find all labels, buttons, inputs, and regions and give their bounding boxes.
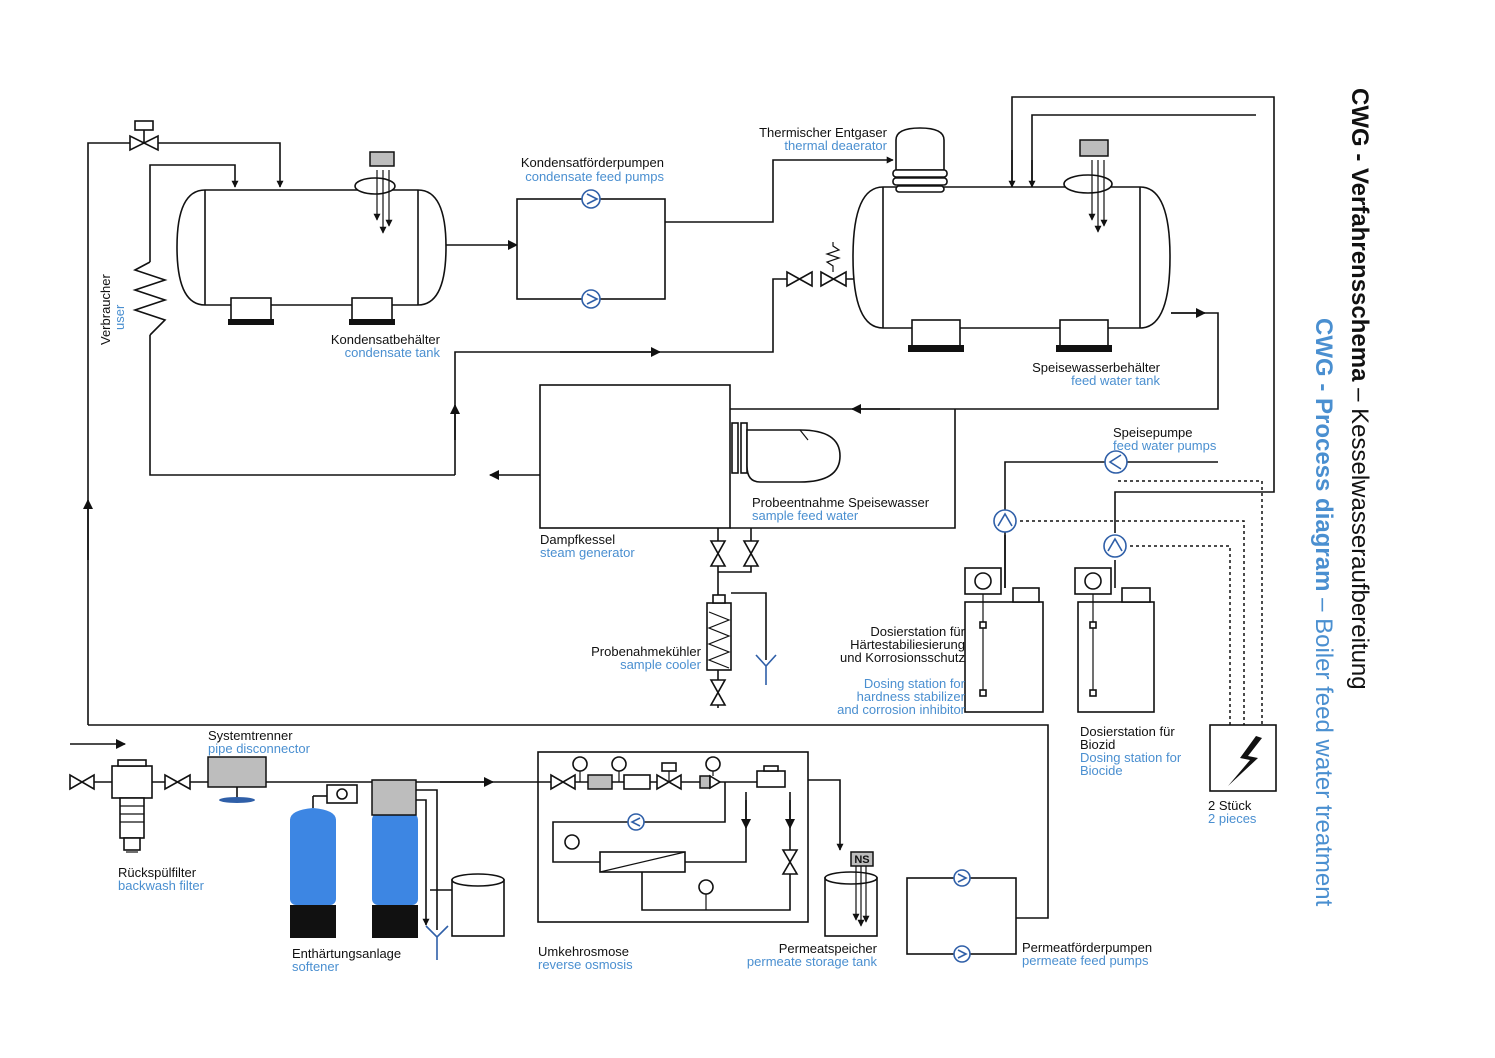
title-sub-sep: – [1310,591,1337,618]
label-dosing2-en-2: Biocide [1080,763,1123,778]
feed-water-tank [852,139,1171,352]
title-block: CWG - Verfahrensschema – Kesselwasserauf… [1310,88,1373,907]
label-disconnector-de: Systemtrenner [208,728,293,743]
label-sample-en: sample feed water [752,508,859,523]
label-dosing2-de-1: Dosierstation für [1080,724,1175,739]
label-dosing2-de-2: Biozid [1080,737,1115,752]
label-ro-en: reverse osmosis [538,957,633,972]
title-sub-bold: CWG - Process diagram [1310,318,1337,591]
label-permeate-pumps-de: Permeatförderpumpen [1022,940,1152,955]
label-backwash-en: backwash filter [118,878,205,893]
inlet-valves [69,773,191,791]
label-feed-pumps-en: feed water pumps [1113,438,1217,453]
label-permeate-tank-de: Permeatspeicher [779,941,878,956]
label-condensate-pumps-en: condensate feed pumps [525,169,664,184]
level-switch-label: NS [854,854,869,866]
label-pieces-de: 2 Stück [1208,798,1252,813]
label-feed-tank-de: Speisewasserbehälter [1032,360,1161,375]
solenoid-valve-top [129,120,159,152]
label-deaerator-de: Thermischer Entgaser [759,125,888,140]
label-feed-tank-en: feed water tank [1071,373,1160,388]
label-ro-de: Umkehrosmose [538,944,629,959]
label-steam-gen-de: Dampfkessel [540,532,615,547]
label-cooler-de: Probenahmekühler [591,644,702,659]
title-main-bold: CWG - Verfahrensschema [1346,88,1373,382]
label-permeate-pumps-en: permeate feed pumps [1022,953,1149,968]
svg-text:CWG - Process diagram – Boiler: CWG - Process diagram – Boiler feed wate… [1310,318,1337,907]
svg-text:CWG - Verfahrensschema – Kesse: CWG - Verfahrensschema – Kesselwasserauf… [1346,88,1373,690]
label-dosing1-en-2: hardness stabilizer [857,689,966,704]
permeate-storage-tank: NS [824,851,878,937]
steam-generator [539,384,841,529]
label-sample-de: Probeentnahme Speisewasser [752,495,930,510]
label-condensate-pumps-de: Kondensatförderpumpen [521,155,664,170]
condensate-tank [176,151,447,325]
user-heat-exchanger [132,261,168,336]
title-sub-rest: Boiler feed water treatment [1310,618,1337,906]
label-condensate-tank-en: condensate tank [345,345,441,360]
condensate-feed-pumps [516,189,666,309]
label-dosing1-en-3: and corrosion inhibitor [837,702,966,717]
feed-water-pumps [993,450,1128,558]
dosing-station-2 [1074,567,1155,713]
label-dosing1-de-1: Dosierstation für [870,624,965,639]
permeate-feed-pumps [906,869,1017,963]
label-pieces-en: 2 pieces [1208,811,1257,826]
label-dosing1-de-3: und Korrosionsschutz [840,650,965,665]
label-permeate-tank-en: permeate storage tank [747,954,878,969]
label-user-en: user [112,304,127,330]
label-dosing1-de-2: Härtestabiliesierung [850,637,965,652]
title-main-rest: Kesselwasseraufbereitung [1346,408,1373,690]
label-user-de: Verbraucher [98,274,113,345]
reverse-osmosis [537,751,809,923]
label-feed-pumps-de: Speisepumpe [1113,425,1193,440]
label-cooler-en: sample cooler [620,657,702,672]
control-cabinet [1209,724,1277,792]
label-backwash-de: Rückspülfilter [118,865,197,880]
label-dosing1-en-1: Dosing station for [864,676,966,691]
label-deaerator-en: thermal deaerator [784,138,887,153]
label-disconnector-en: pipe disconnector [208,741,311,756]
pipe-disconnector [207,756,267,803]
dosing-station-1 [964,567,1044,713]
sample-cooler [706,528,777,708]
label-condensate-tank-de: Kondensatbehälter [331,332,441,347]
labels: Verbraucher user Kondensatbehälter conde… [98,125,1257,974]
steam-line-valves [786,242,847,288]
softener [290,779,505,960]
thermal-deaerator [892,127,948,193]
backwash-filter [111,759,153,853]
label-steam-gen-en: steam generator [540,545,635,560]
label-dosing2-en-1: Dosing station for [1080,750,1182,765]
label-softener-de: Enthärtungsanlage [292,946,401,961]
label-softener-en: softener [292,959,340,974]
title-main-sep: – [1346,381,1373,408]
